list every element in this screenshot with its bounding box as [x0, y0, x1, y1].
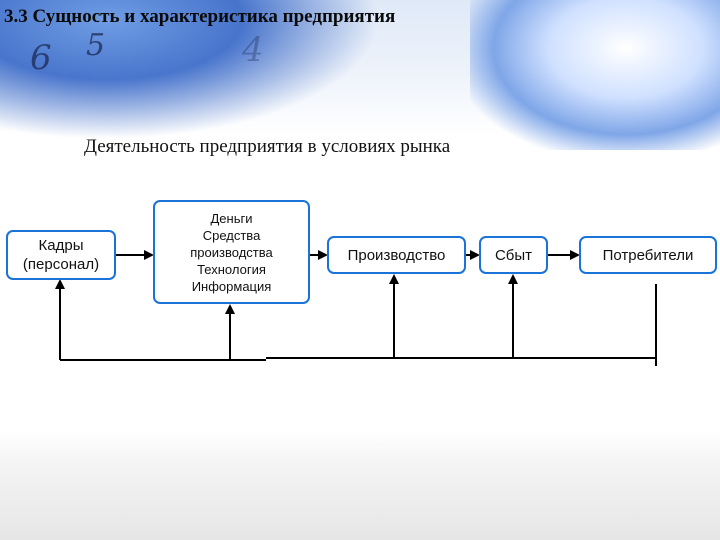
header-swoosh	[0, 0, 380, 140]
node-resources-line-1: Деньги	[210, 210, 253, 226]
node-production-label: Производство	[347, 246, 446, 264]
node-resources: Деньги Средства производства Технология …	[153, 200, 310, 304]
diagram-subtitle: Деятельность предприятия в условиях рынк…	[84, 136, 451, 157]
node-sales: Сбыт	[479, 236, 548, 274]
node-production: Производство	[327, 236, 466, 274]
header-glow	[470, 0, 720, 150]
footer-background	[0, 430, 720, 540]
clock-digit-6: 6	[30, 38, 52, 78]
clock-digit-4: 4	[242, 30, 264, 70]
node-kadry: Кадры (персонал)	[6, 230, 116, 280]
node-resources-line-5: Информация	[191, 278, 272, 294]
slide-title: 3.3 Сущность и характеристика предприяти…	[4, 6, 396, 27]
node-consumers-label: Потребители	[602, 246, 694, 264]
node-kadry-line-1: Кадры	[38, 237, 84, 254]
node-kadry-line-2: (персонал)	[22, 256, 100, 273]
node-sales-label: Сбыт	[494, 246, 533, 264]
node-consumers: Потребители	[579, 236, 717, 274]
clock-digit-5: 5	[86, 28, 106, 63]
node-resources-line-2: Средства	[202, 227, 261, 243]
node-resources-line-3: производства	[190, 244, 273, 260]
node-resources-line-4: Технология	[197, 261, 266, 277]
